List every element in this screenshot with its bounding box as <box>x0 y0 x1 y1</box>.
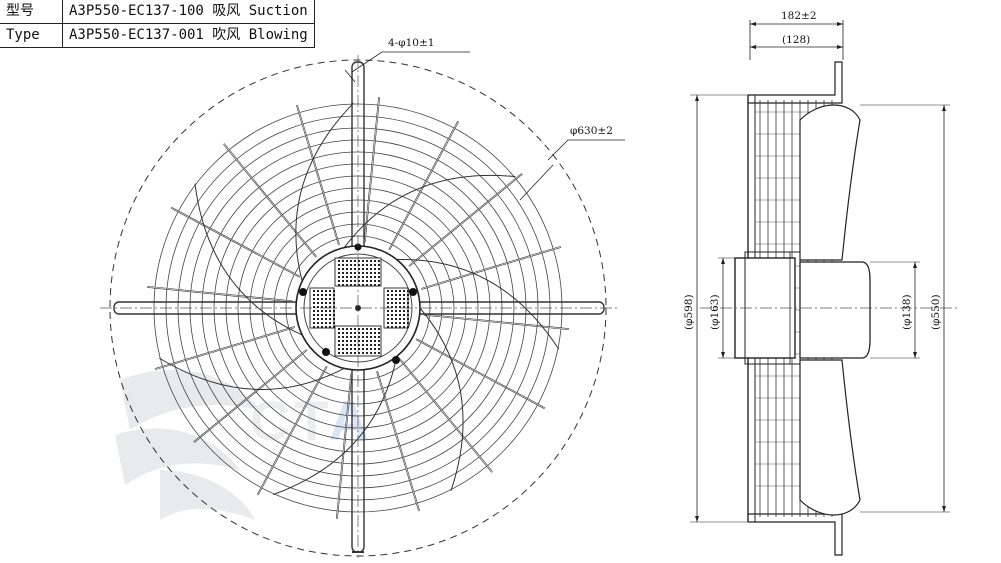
hub-bolt <box>322 348 330 356</box>
fan-blade-edge <box>194 183 303 336</box>
hub-bolt <box>299 288 307 296</box>
fan-blade-edge <box>343 174 516 248</box>
fan-blade-edge <box>158 357 345 390</box>
fan-blade-edge <box>295 102 354 282</box>
spec-value: A3P550-EC137-001 吹风 Blowing <box>62 23 315 48</box>
front-dimension-leaders <box>344 51 625 201</box>
spec-label: 型号 <box>0 0 63 24</box>
fan-blades <box>158 102 560 496</box>
hub-bolt <box>409 288 417 296</box>
guard-ring <box>177 127 539 489</box>
spec-table: 型号 A3P550-EC137-100 吸风 Suction Type A3P5… <box>0 0 315 48</box>
guard-height-dimension: (φ598) <box>683 294 695 330</box>
spec-label: Type <box>0 23 63 48</box>
hub-bolt <box>392 356 400 364</box>
motor-diameter-dimension: (φ138) <box>901 294 913 330</box>
side-view <box>690 20 960 556</box>
outer-diameter-dimension: φ630±2 <box>570 125 613 137</box>
guard-spokes <box>146 96 570 520</box>
hub-bolt <box>354 243 362 251</box>
body-depth-dimension: (128) <box>782 34 810 46</box>
front-view: 4-φ10±1 φ630±2 <box>100 37 625 558</box>
holes-dimension: 4-φ10±1 <box>388 37 434 49</box>
hub-diameter-dimension: (φ163) <box>709 294 721 330</box>
fan-blade-edge <box>396 259 560 350</box>
fan-blade-edge <box>419 307 464 491</box>
guard-ring <box>237 187 479 429</box>
blade-diameter-dimension: (φ550) <box>930 294 942 330</box>
spec-row: Type A3P550-EC137-001 吹风 Blowing <box>0 23 315 48</box>
watermark-logo: CTA <box>115 370 369 520</box>
fan-blade-edge <box>272 356 398 496</box>
total-depth-dimension: 182±2 <box>781 10 817 22</box>
